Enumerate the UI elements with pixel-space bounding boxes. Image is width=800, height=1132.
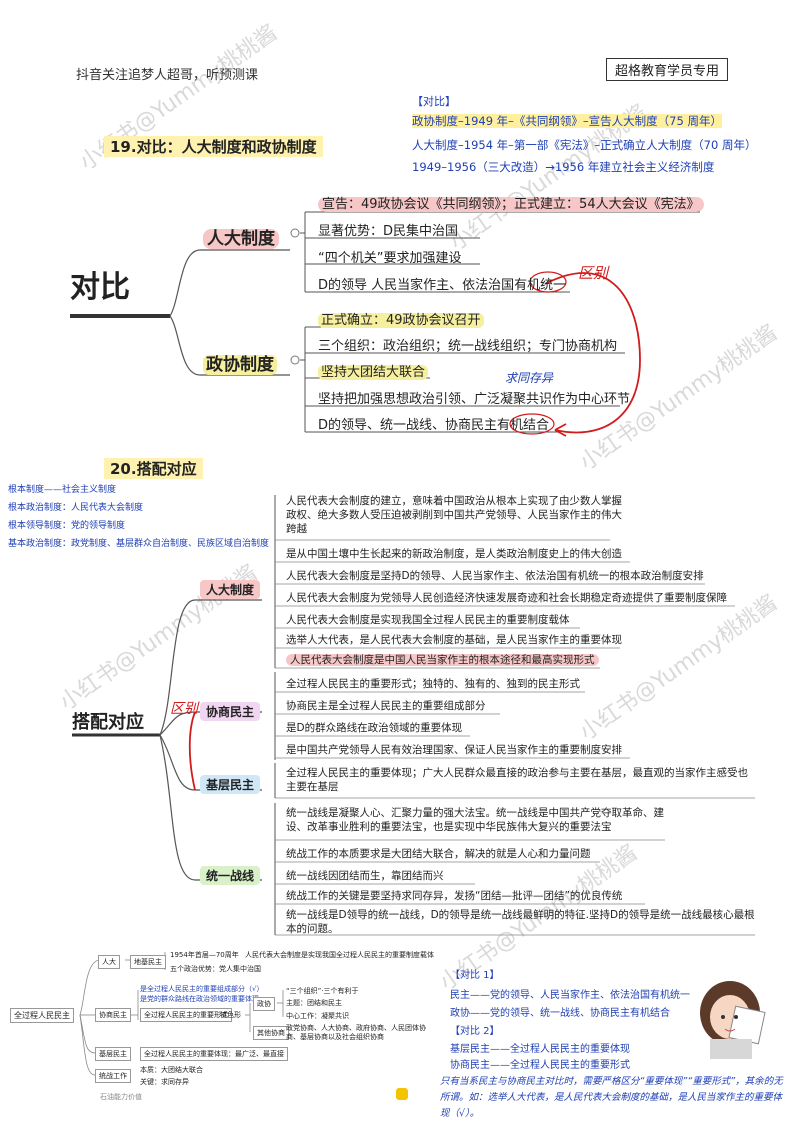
section-19-title: 19.对比：人大制度和政协制度: [104, 136, 323, 157]
renda-detail-5: 人民代表大会制度是实现我国全过程人民民主的重要制度载体: [286, 614, 570, 626]
zhengxie-leaf-5: D的领导、统一战线、协商民主有机结合: [318, 418, 550, 433]
branch-tongzhan: 统一战线: [200, 866, 261, 885]
avatar: [692, 975, 772, 1060]
mini-xieshang-sub: 全过程人民民主的重要形式: [140, 1008, 232, 1022]
xieshang-detail-2: 协商民主是全过程人民民主的重要组成部分: [286, 700, 486, 712]
renda-detail-4: 人民代表大会制度为党领导人民创造经济快速发展奇迹和社会长期稳定奇迹提供了重要制度…: [286, 592, 727, 604]
branch-jiceng: 基层民主: [200, 775, 261, 794]
bottom-compare-heading-2: 【对比 2】: [450, 1026, 500, 1037]
match-root-label: 搭配对应: [72, 712, 144, 733]
renda-detail-3: 人民代表大会制度是坚持D的领导、人民当家作主、依法治国有机统一的根本政治制度安排: [286, 570, 704, 582]
node-zhengxie: 政协制度: [203, 350, 277, 375]
mini-renda-sub: 地基民主: [130, 955, 166, 969]
hand-mark-difference: 区别: [578, 264, 609, 282]
mini-jiceng: 基层民主: [95, 1047, 131, 1061]
bottom-compare-line-1: 民主——党的领导、人民当家作主、依法治国有机统一: [450, 990, 690, 1001]
xieshang-detail-1: 全过程人民民主的重要形式；独特的、独有的、独到的民主形式: [286, 678, 580, 690]
hand-mark-seek-common: 求同存异: [505, 371, 554, 385]
side-note-4: 基本政治制度：政党制度、基层群众自治制度、民族区域自治制度: [8, 539, 270, 549]
bottom-compare-heading-1: 【对比 1】: [450, 970, 500, 981]
compare-line-1: 政协制度–1949 年–《共同纲领》–宣告人大制度（75 周年）: [412, 114, 722, 128]
mini-qita-leaf: 政党协商、人大协商、政府协商、人民团体协商、基层协商以及社会组织协商: [286, 1024, 426, 1041]
branch-renda: 人大制度: [200, 580, 261, 599]
zhengxie-leaf-3: 坚持大团结大联合: [318, 361, 429, 380]
member-stamp: 超格教育学员专用: [606, 58, 729, 81]
renda-detail-7: 人民代表大会制度是中国人民当家作主的根本途径和最高实现形式: [286, 652, 599, 667]
mini-zx-leaf3: 中心工作：凝聚共识: [286, 1012, 349, 1020]
renda-leaf-1: 宣告：49政协会议《共同纲领》；正式建立：54人大会议《宪法》: [318, 193, 704, 212]
mini-zx-leaf1: “三个组织”·三个有利于: [286, 987, 359, 995]
tongzhan-detail-2: 统战工作的本质要求是大团结大联合，解决的就是人心和力量问题: [286, 848, 591, 860]
node-renda: 人大制度: [203, 224, 279, 249]
compare-line-3: 1949–1956（三大改造）→1956 年建立社会主义经济制度: [412, 160, 715, 174]
mini-renda-leaf2: 五个政治优势：党人集中治国: [170, 965, 261, 973]
compare-heading: 【对比】: [412, 95, 456, 108]
side-note-1: 根本制度——社会主义制度: [8, 485, 117, 495]
bottom-compare-line-3: 基层民主——全过程人民民主的重要体现: [450, 1044, 630, 1055]
header-note: 抖音关注追梦人超哥，听预测课: [76, 68, 259, 83]
renda-detail-1: 人民代表大会制度的建立，意味着中国政治从根本上实现了由少数人掌握政权、绝大多数人…: [286, 495, 622, 535]
branch-xieshang: 协商民主: [200, 702, 261, 721]
mini-zx-leaf2: 主题：团结和民主: [286, 999, 342, 1007]
renda-leaf-2: 显著优势：D民集中治国: [318, 224, 459, 239]
tongzhan-detail-5: 统一战线是D领导的统一战线，D的领导是统一战线最鲜明的特征.坚持D的领导是统一战…: [286, 909, 755, 935]
mini-xieshang: 协商民主: [95, 1008, 131, 1022]
mini-bottom: 石油能力价值: [100, 1093, 142, 1101]
xieshang-detail-3: 是D的群众路线在政治领域的重要体现: [286, 722, 463, 734]
tongzhan-detail-1: 统一战线是凝聚人心、汇聚力量的强大法宝。统一战线是中国共产党夺取革命、建设、改革…: [286, 807, 664, 833]
renda-leaf-3: “四个机关”要求加强建设: [318, 251, 462, 266]
mini-qita: 其他协商: [253, 1026, 289, 1040]
mini-renda-top: 人民代表大会制度是实现我国全过程人民民主的重要制度载体: [245, 951, 434, 959]
side-note-2: 根本政治制度：人民代表大会制度: [8, 503, 144, 513]
mini-zhengxie: 政协: [253, 997, 275, 1011]
xieshang-detail-4: 是中国共产党领导人民有效治理国家、保证人民当家作主的重要制度安排: [286, 744, 622, 756]
section-20-title: 20.搭配对应: [104, 458, 203, 479]
mini-jiceng-sub: 全过程人民民主的重要体现：最广泛、最直接: [140, 1047, 288, 1061]
tongzhan-detail-4: 统战工作的关键是要坚持求同存异，发扬“团结—批评—团结”的优良传统: [286, 890, 623, 902]
compare-root-label: 对比: [70, 270, 130, 305]
jiceng-detail-1: 全过程人民民主的重要体现；广大人民群众最直接的政治参与主要在基层，最直观的当家作…: [286, 767, 748, 793]
zhengxie-leaf-1: 正式确立：49政协会议召开: [318, 309, 484, 328]
mini-root: 全过程人民民主: [10, 1008, 74, 1023]
renda-detail-6: 选举人大代表，是人民代表大会制度的基础，是人民当家作主的重要体现: [286, 634, 622, 646]
mini-tz-leaf1: 本质：大团结大联合: [140, 1066, 203, 1074]
mini-xieshang-note1: 是全过程人民民主的重要组成部分（√）: [140, 985, 264, 993]
mini-xieshang-tag: 特色形: [220, 1011, 241, 1019]
renda-detail-2: 是从中国土壤中生长起来的新政治制度，是人类政治制度史上的伟大创造: [286, 548, 622, 560]
mini-tz-leaf2: 关键：求同存异: [140, 1078, 189, 1086]
hand-mark-difference-2: 区别: [170, 701, 198, 717]
mini-renda: 人大: [98, 955, 120, 969]
bottom-compare-line-4: 协商民主——全过程人民民主的重要形式: [450, 1060, 630, 1071]
mini-renda-leaf1: 1954年首届—70周年: [170, 951, 239, 959]
comment-icon: [396, 1088, 408, 1100]
bottom-compare-line-2: 政协——党的领导、统一战线、协商民主有机结合: [450, 1008, 670, 1019]
mini-xieshang-note2: 是党的群众路线在政治领域的重要体现: [140, 995, 259, 1003]
zhengxie-leaf-4: 坚持把加强思想政治引领、广泛凝聚共识作为中心环节: [318, 392, 631, 407]
zhengxie-leaf-2: 三个组织：政治组织；统一战线组织；专门协商机构: [318, 339, 618, 354]
mini-tongzhan: 统战工作: [95, 1069, 131, 1083]
compare-line-2: 人大制度–1954 年–第一部《宪法》–正式确立人大制度（70 周年）: [412, 138, 757, 152]
bottom-hand-note: 只有当系民主与协商民主对比时，需要严格区分“重要体现”“重要形式”，其余的无所谓…: [440, 1076, 783, 1119]
tongzhan-detail-3: 统一战线因团结而生，靠团结而兴: [286, 870, 444, 882]
side-note-3: 根本领导制度：党的领导制度: [8, 521, 126, 531]
renda-leaf-4: D的领导 人民当家作主、依法治国有机统一: [318, 278, 567, 293]
